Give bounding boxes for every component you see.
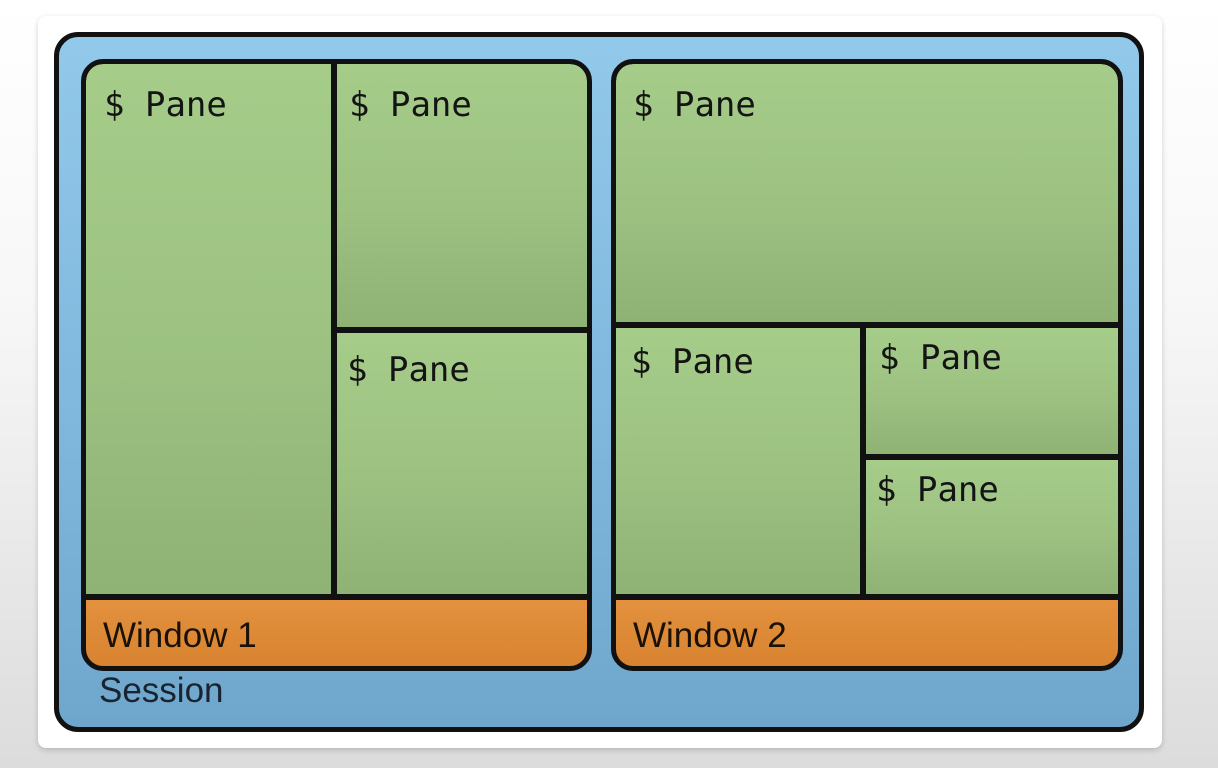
window-1-pane-left-label: $ Pane [104, 88, 227, 122]
prompt-symbol: $ [633, 85, 654, 125]
window-1-pane-bottom-right: $ Pane [337, 333, 587, 594]
pane-name: Pane [387, 350, 470, 390]
window-2-pane-bottom-left-label: $ Pane [631, 345, 754, 379]
window-2-pane-bottom-right-label: $ Pane [876, 473, 999, 507]
window-2-pane-bottom-left: $ Pane [616, 328, 860, 594]
window-1-label: Window 1 [103, 616, 257, 655]
window-1-status-bar: Window 1 [86, 600, 587, 666]
window-2-status-bar: Window 2 [616, 600, 1118, 666]
session-label: Session [99, 671, 224, 710]
window-2-pane-middle-right: $ Pane [866, 328, 1118, 454]
window-2: $ Pane $ Pane $ Pane $ Pane Window 2 [611, 59, 1123, 671]
pane-name: Pane [389, 85, 472, 125]
pane-name: Pane [144, 85, 227, 125]
window-2-pane-top: $ Pane [616, 64, 1118, 322]
window-2-pane-top-label: $ Pane [633, 88, 756, 122]
pane-name: Pane [673, 85, 756, 125]
pane-name: Pane [916, 470, 999, 510]
prompt-symbol: $ [349, 85, 370, 125]
window-2-pane-bottom-right: $ Pane [866, 460, 1118, 594]
window-1-pane-top-right-label: $ Pane [349, 88, 472, 122]
pane-name: Pane [671, 342, 754, 382]
window-1-pane-left: $ Pane [86, 64, 331, 594]
window-2-pane-middle-right-label: $ Pane [879, 341, 1002, 375]
pane-name: Pane [919, 338, 1002, 378]
prompt-symbol: $ [631, 342, 652, 382]
prompt-symbol: $ [347, 350, 368, 390]
prompt-symbol: $ [876, 470, 897, 510]
window-1-pane-bottom-right-label: $ Pane [347, 353, 470, 387]
session-box: $ Pane $ Pane $ Pane Window 1 $ Pane $ P… [54, 32, 1144, 732]
window-2-label: Window 2 [633, 616, 787, 655]
prompt-symbol: $ [879, 338, 900, 378]
window-1: $ Pane $ Pane $ Pane Window 1 [81, 59, 592, 671]
prompt-symbol: $ [104, 85, 125, 125]
window-1-pane-top-right: $ Pane [337, 64, 587, 327]
